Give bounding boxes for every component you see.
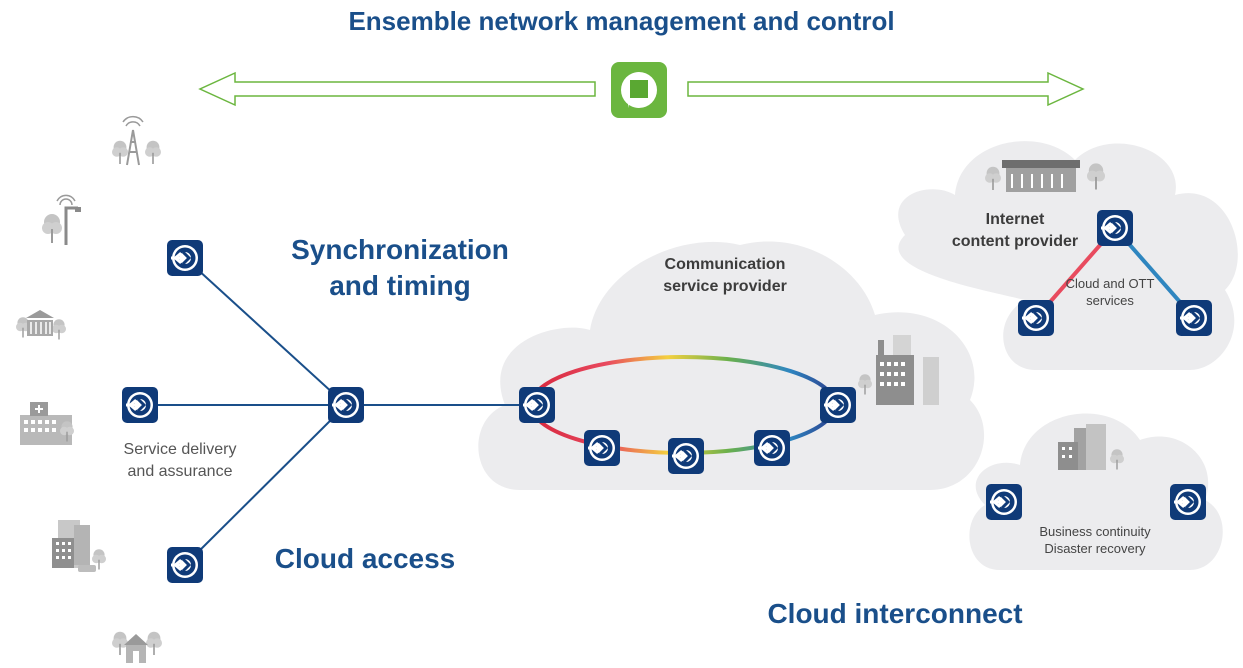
- csp-device-icon[interactable]: [584, 430, 620, 466]
- bc-label-line1: Business continuity: [1039, 524, 1151, 539]
- office-buildings-icon: [52, 520, 106, 572]
- management-arrows: [198, 71, 1085, 107]
- csp-device-icon[interactable]: [668, 438, 704, 474]
- government-building-icon: [16, 310, 66, 340]
- csp-device-icon[interactable]: [820, 387, 856, 423]
- city-buildings-icon: [858, 335, 939, 405]
- sync-label-line2: and timing: [329, 270, 471, 301]
- ott-label-line2: services: [1086, 293, 1134, 308]
- cloud-access-label: Cloud access: [274, 543, 456, 574]
- ott-label-line1: Cloud and OTT: [1065, 276, 1155, 291]
- cloud-interconnect-label: Cloud interconnect: [767, 598, 1023, 629]
- ensemble-controller-icon[interactable]: [611, 62, 667, 118]
- access-links: [140, 257, 537, 566]
- service-label-line2: and assurance: [127, 463, 233, 480]
- bc-label-line2: Disaster recovery: [1044, 541, 1146, 556]
- aggregation-device-icon[interactable]: [328, 387, 364, 423]
- csp-device-icon[interactable]: [754, 430, 790, 466]
- bc-cloud: [969, 413, 1223, 570]
- service-delivery-label: Service delivery and assurance: [90, 439, 270, 483]
- sync-label-line1: Synchronization: [291, 234, 509, 265]
- page-title: Ensemble network management and control: [348, 6, 895, 36]
- access-device-icon[interactable]: [122, 387, 158, 423]
- right-arrow: [687, 71, 1085, 107]
- icp-cloud: [898, 141, 1238, 370]
- access-device-icon[interactable]: [167, 240, 203, 276]
- icp-label-line2: content provider: [951, 233, 1079, 250]
- left-arrow: [198, 71, 596, 107]
- bc-device-icon[interactable]: [1170, 484, 1206, 520]
- cell-tower-icon: [112, 115, 161, 166]
- data-center-icon: [985, 160, 1105, 192]
- csp-label: Communication service provider: [625, 254, 825, 298]
- hospital-icon: [20, 402, 74, 445]
- icp-label: Internet content provider: [940, 209, 1090, 253]
- icp-device-icon[interactable]: [1176, 300, 1212, 336]
- icp-device-icon[interactable]: [1018, 300, 1054, 336]
- sync-timing-label: Synchronization and timing: [250, 232, 550, 304]
- business-continuity-label: Business continuity Disaster recovery: [1020, 523, 1170, 557]
- icp-device-icon[interactable]: [1097, 210, 1133, 246]
- corporate-building-icon: [1058, 424, 1124, 470]
- access-device-icon[interactable]: [167, 547, 203, 583]
- street-light-antenna-icon: [42, 194, 81, 245]
- ott-label: Cloud and OTT services: [1050, 275, 1170, 309]
- csp-cloud: [478, 241, 985, 490]
- service-label-line1: Service delivery: [123, 441, 237, 458]
- home-icon: [112, 631, 162, 663]
- csp-device-icon[interactable]: [519, 387, 555, 423]
- csp-label-line2: service provider: [663, 278, 787, 295]
- icp-label-line1: Internet: [985, 211, 1045, 228]
- csp-label-line1: Communication: [664, 256, 786, 273]
- bc-device-icon[interactable]: [986, 484, 1022, 520]
